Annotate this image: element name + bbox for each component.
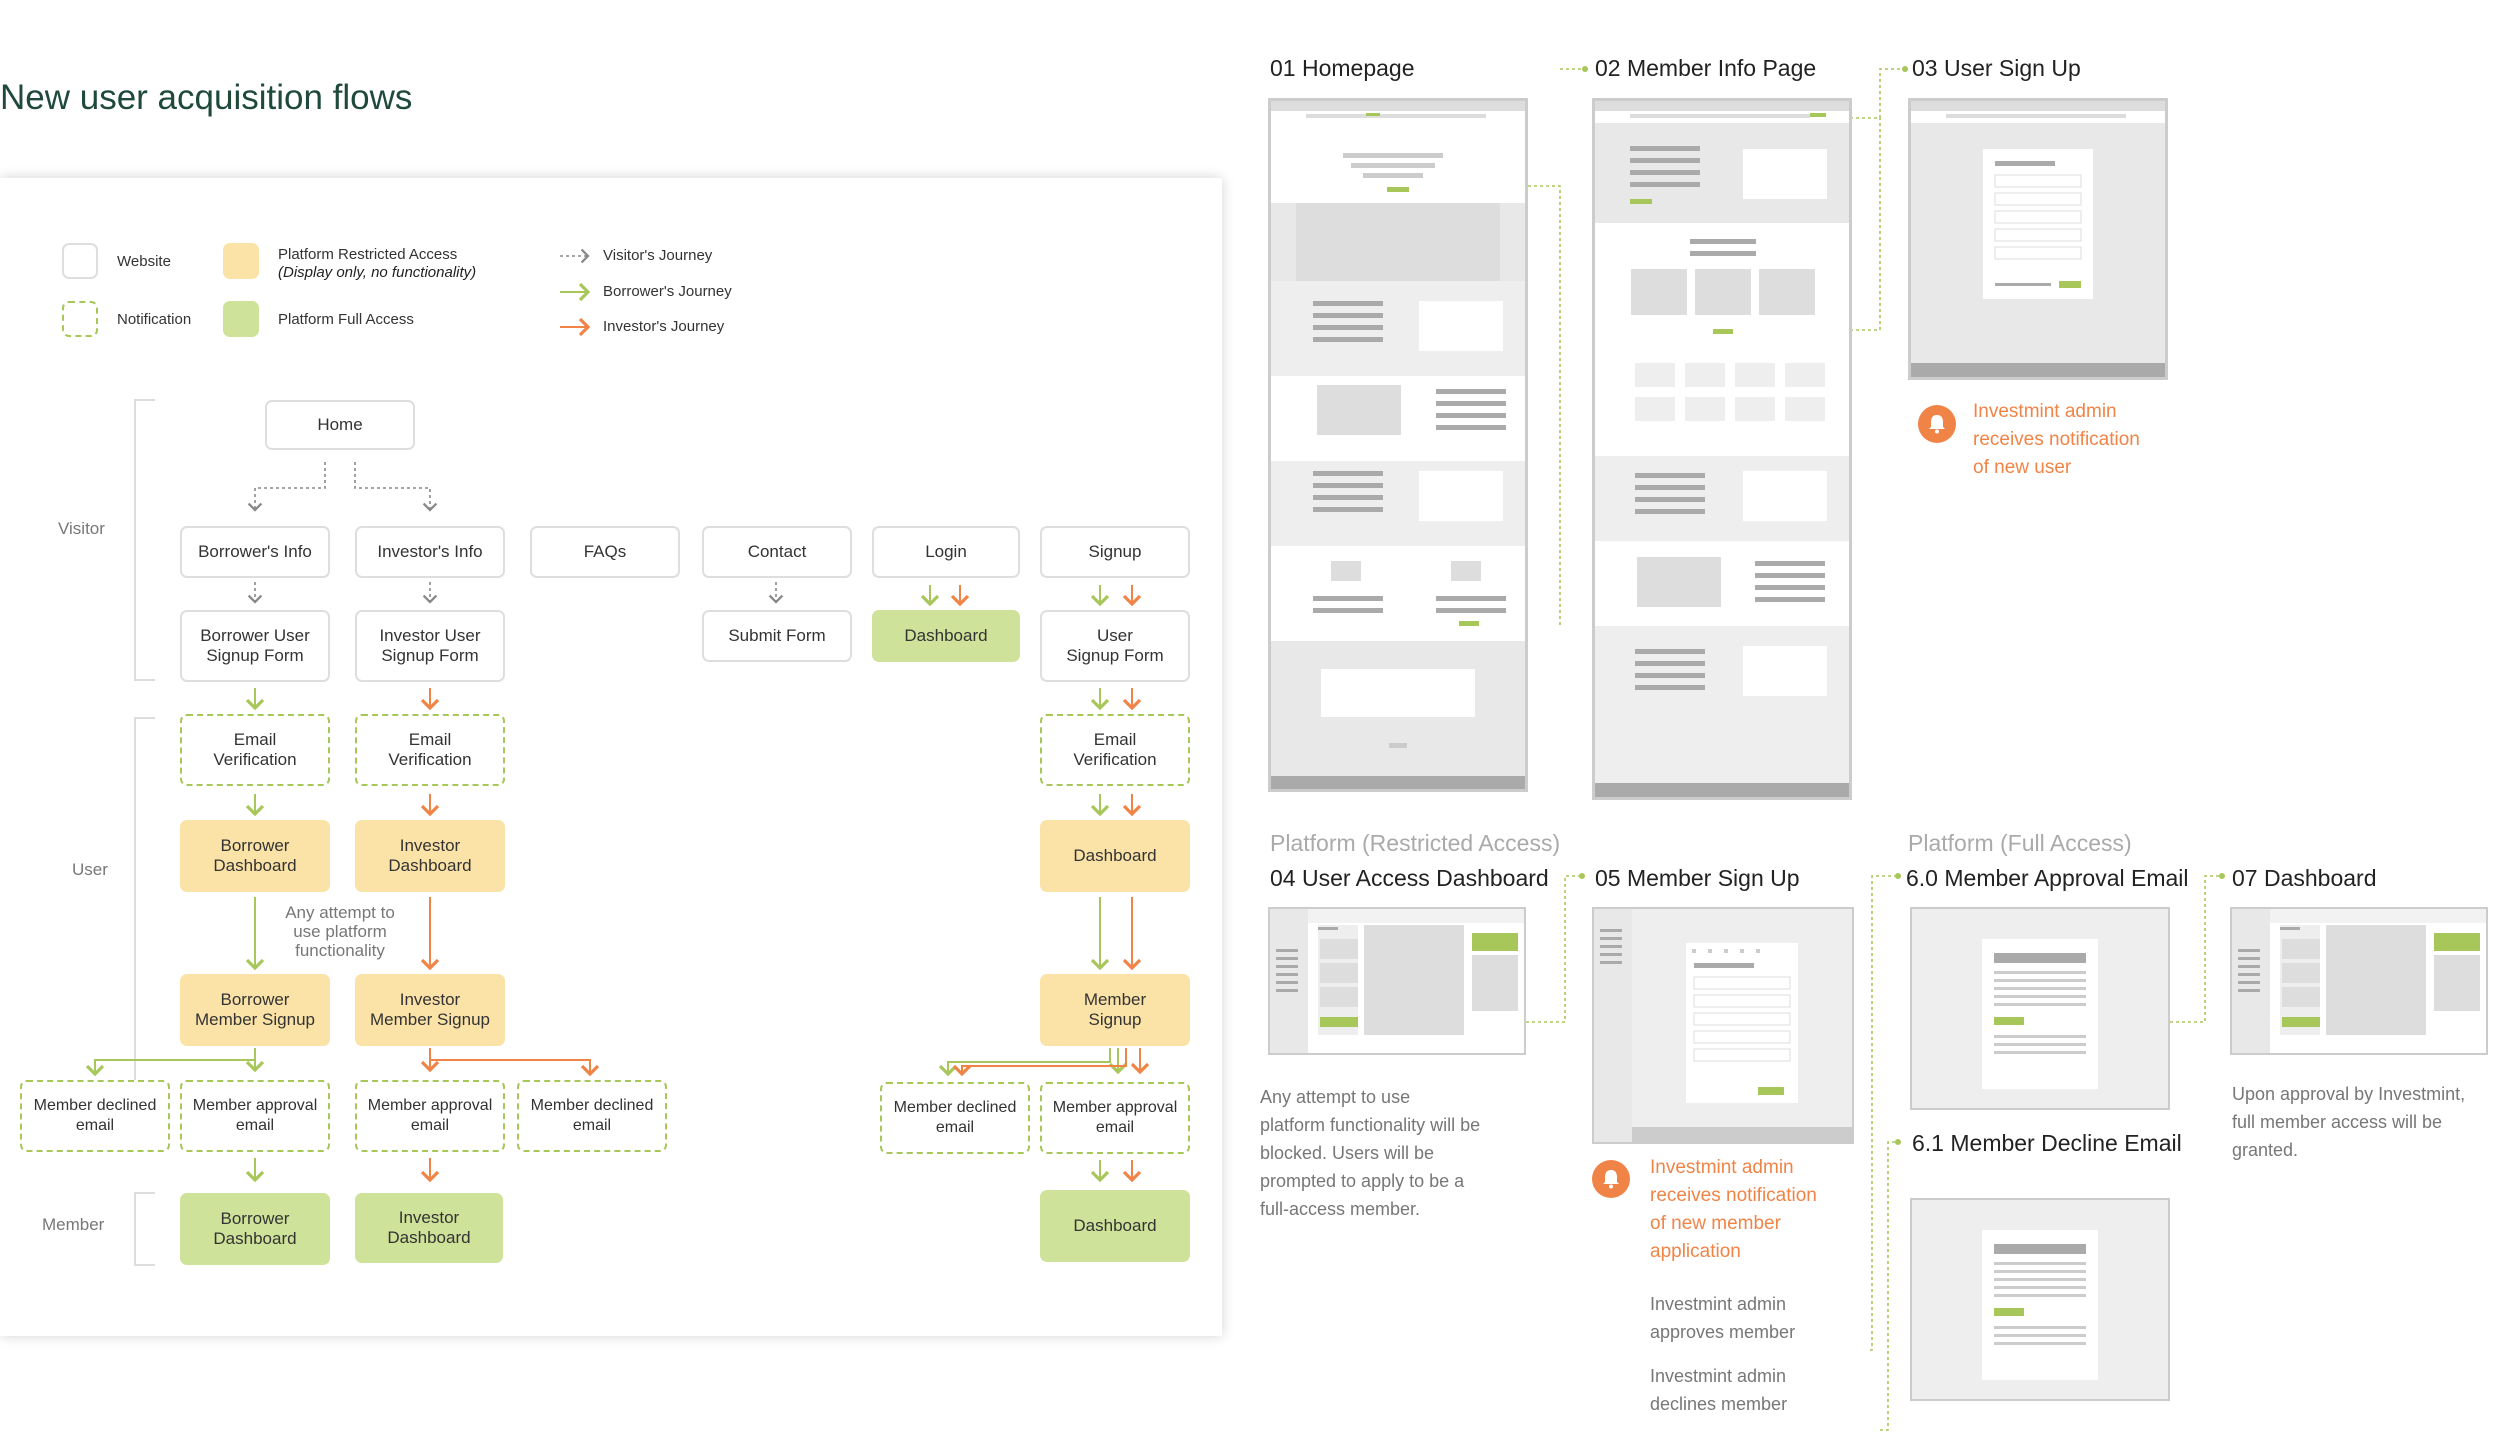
node-contact[interactable]: Contact	[702, 526, 852, 578]
new-member-alert: Investmint admin receives notification o…	[1650, 1157, 1817, 1262]
new-user-alert: Investmint admin receives notification o…	[1973, 401, 2140, 478]
approval-caption: Upon approval by Investmint, full member…	[2232, 1084, 2466, 1160]
node-borrower-member-dashboard[interactable]: Borrower Dashboard	[180, 1193, 330, 1265]
wireframe-member-info	[1592, 98, 1852, 800]
wireframe-user-signup	[1908, 98, 2168, 380]
user-signup-wireframe-art	[1911, 101, 2165, 377]
screen-title-member-info: 02 Member Info Page	[1595, 55, 1817, 81]
node-borrower-member-signup[interactable]: Borrower Member Signup	[180, 974, 330, 1046]
node-investors-info[interactable]: Investor's Info	[355, 526, 505, 578]
section-platform-full: Platform (Full Access)	[1908, 830, 2132, 856]
wireframe-member-approval-email	[1910, 907, 2170, 1110]
node-member-declined-email-user: Member declined email	[880, 1082, 1030, 1154]
attempt-note: Any attempt to use platform functionalit…	[285, 903, 395, 960]
node-member-declined-email-investor: Member declined email	[517, 1080, 667, 1152]
node-email-verification-investor: Email Verification	[355, 714, 505, 786]
legend-notification-label: Notification	[117, 311, 192, 328]
node-investor-signup-form[interactable]: Investor User Signup Form	[355, 610, 505, 682]
node-borrower-dashboard[interactable]: Borrower Dashboard	[180, 820, 330, 892]
screen-title-dashboard: 07 Dashboard	[2232, 865, 2377, 891]
screen-title-user-signup: 03 User Sign Up	[1912, 55, 2081, 81]
wireframe-user-access-dashboard	[1268, 907, 1526, 1055]
node-user-dashboard[interactable]: Dashboard	[1040, 820, 1190, 892]
node-member-approval-email-user: Member approval email	[1040, 1082, 1190, 1154]
legend-visitor-journey: Visitor's Journey	[603, 247, 713, 264]
approval-email-art	[1912, 909, 2168, 1108]
node-investor-dashboard[interactable]: Investor Dashboard	[355, 820, 505, 892]
node-submit-form[interactable]: Submit Form	[702, 610, 852, 662]
page-title: New user acquisition flows	[0, 78, 413, 117]
row-label-member: Member	[42, 1215, 105, 1234]
node-email-verification-user: Email Verification	[1040, 714, 1190, 786]
node-borrower-signup-form[interactable]: Borrower User Signup Form	[180, 610, 330, 682]
legend-restricted-note: (Display only, no functionality)	[278, 264, 477, 281]
node-member-signup[interactable]: Member Signup	[1040, 974, 1190, 1046]
screen-title-homepage: 01 Homepage	[1270, 55, 1415, 81]
declines-caption: Investmint admin declines member	[1650, 1366, 1788, 1414]
wireframe-dashboard	[2230, 907, 2488, 1055]
screen-title-member-signup: 05 Member Sign Up	[1595, 865, 1800, 891]
bell-icon	[1918, 405, 1956, 443]
node-user-signup-form[interactable]: User Signup Form	[1040, 610, 1190, 682]
blocked-caption: Any attempt to use platform functionalit…	[1260, 1087, 1481, 1219]
node-faqs[interactable]: FAQs	[530, 526, 680, 578]
node-investor-member-dashboard[interactable]: Investor Dashboard	[355, 1193, 503, 1263]
legend-restricted-swatch	[223, 243, 259, 279]
bell-icon-member	[1592, 1160, 1630, 1198]
legend-full-label: Platform Full Access	[278, 311, 414, 328]
member-signup-art	[1594, 909, 1852, 1142]
node-member-approval-email-borrower: Member approval email	[180, 1080, 330, 1152]
legend-website-label: Website	[117, 253, 171, 270]
node-investor-member-signup[interactable]: Investor Member Signup	[355, 974, 505, 1046]
legend-notification-swatch	[62, 301, 98, 337]
legend-arrows	[560, 248, 591, 337]
node-home[interactable]: Home	[265, 400, 415, 450]
legend-investor-journey: Investor's Journey	[603, 318, 725, 335]
node-member-declined-email-borrower: Member declined email	[20, 1080, 170, 1152]
wireframe-member-signup	[1592, 907, 1854, 1144]
approves-caption: Investmint admin approves member	[1650, 1294, 1796, 1342]
node-member-approval-email-investor: Member approval email	[355, 1080, 505, 1152]
row-label-visitor: Visitor	[58, 519, 105, 538]
legend-restricted-label: Platform Restricted Access	[278, 246, 458, 263]
section-platform-restricted: Platform (Restricted Access)	[1270, 830, 1561, 856]
legend-full-swatch	[223, 301, 259, 337]
node-borrowers-info[interactable]: Borrower's Info	[180, 526, 330, 578]
dashboard-art	[2232, 909, 2486, 1053]
node-login-dashboard[interactable]: Dashboard	[872, 610, 1020, 662]
legend-borrower-journey: Borrower's Journey	[603, 283, 732, 300]
node-signup[interactable]: Signup	[1040, 526, 1190, 578]
homepage-wireframe-art	[1271, 101, 1525, 789]
member-info-wireframe-art	[1595, 101, 1849, 797]
user-access-dashboard-art	[1270, 909, 1524, 1053]
wireframe-member-decline-email	[1910, 1198, 2170, 1401]
node-email-verification-borrower: Email Verification	[180, 714, 330, 786]
decline-email-art	[1912, 1200, 2168, 1399]
wireframe-homepage	[1268, 98, 1528, 792]
node-member-dashboard[interactable]: Dashboard	[1040, 1190, 1190, 1262]
row-label-user: User	[72, 860, 108, 879]
screen-title-member-decline-email: 6.1 Member Decline Email	[1912, 1130, 2182, 1156]
screen-title-member-approval-email: 6.0 Member Approval Email	[1906, 865, 2189, 891]
legend-website-swatch	[62, 243, 98, 279]
screen-title-user-access-dashboard: 04 User Access Dashboard	[1270, 865, 1549, 891]
node-login[interactable]: Login	[872, 526, 1020, 578]
